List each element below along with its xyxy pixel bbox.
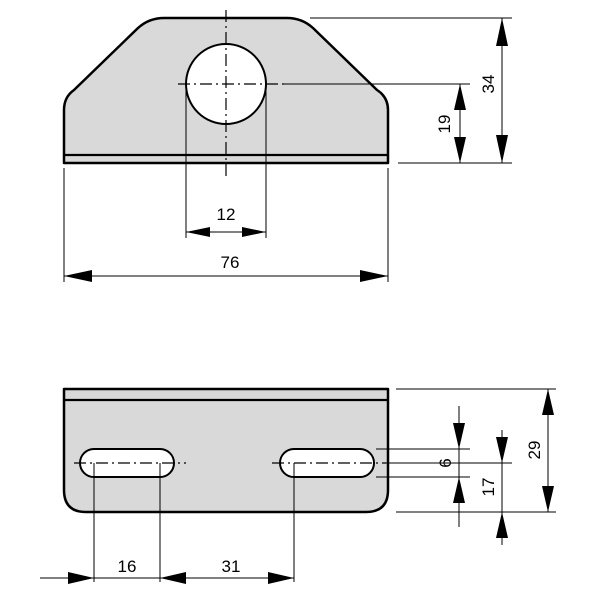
slot-spacing-arrow-right xyxy=(268,572,294,584)
slot-height-label: 6 xyxy=(436,458,455,467)
height-overall-arrow-top xyxy=(542,389,554,415)
height-overall-arrow-top xyxy=(496,18,508,46)
hole-diameter-label: 12 xyxy=(217,205,236,224)
bottom-view: 16 31 6 17 29 xyxy=(40,387,556,584)
width-overall-label: 76 xyxy=(221,253,240,272)
slot-center-height-label: 17 xyxy=(479,478,498,497)
slot-height-arrow-bottom xyxy=(453,477,465,503)
slot-height-arrow-top xyxy=(453,423,465,449)
slot-spacing-label: 31 xyxy=(222,557,241,576)
height-overall-arrow-bottom xyxy=(542,486,554,512)
width-overall-arrow-left xyxy=(64,270,92,282)
slot-width-arrow-left xyxy=(68,572,94,584)
hole-height-label: 19 xyxy=(435,115,454,134)
hole-diameter-arrow-right xyxy=(242,227,266,237)
slot-center-height-arrow-bottom xyxy=(496,512,508,538)
top-view: 12 76 19 34 xyxy=(62,10,512,282)
height-overall-label: 34 xyxy=(479,75,498,94)
hole-height-arrow-top xyxy=(454,84,466,110)
hole-height-arrow-bottom xyxy=(454,137,466,163)
height-overall-arrow-bottom xyxy=(496,135,508,163)
width-overall-arrow-right xyxy=(360,270,388,282)
slot-center-height-arrow-top xyxy=(496,437,508,463)
slot-width-label: 16 xyxy=(118,557,137,576)
hole-diameter-arrow-left xyxy=(186,227,210,237)
height-overall-label: 29 xyxy=(525,441,544,460)
bottom-view-part-outline xyxy=(62,387,390,514)
